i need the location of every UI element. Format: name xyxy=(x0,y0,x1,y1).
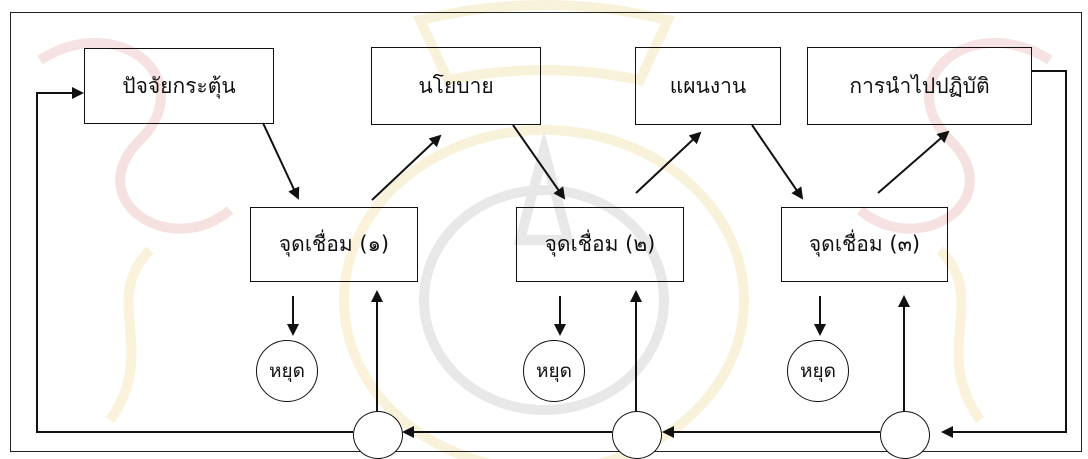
feedback-node-2 xyxy=(612,411,662,459)
stop-circle-2: หยุด xyxy=(523,340,585,402)
arrow-policy-to-junction2 xyxy=(512,124,566,200)
box-junction-3: จุดเชื่อม (๓) xyxy=(781,207,948,282)
stop-circle-1: หยุด xyxy=(256,340,318,402)
box-junction-2: จุดเชื่อม (๒) xyxy=(516,207,684,282)
watermark-flame-left xyxy=(105,246,154,423)
watermark-crown xyxy=(412,0,676,86)
box-plan: แผนงาน xyxy=(635,47,781,125)
watermark-swirl-left xyxy=(37,37,234,234)
box-stimulus: ปัจจัยกระตุ้น xyxy=(84,48,274,124)
watermark-flame-right xyxy=(936,246,985,423)
arrow-junction3-to-implementation xyxy=(877,130,950,194)
feedback-to-stimulus xyxy=(36,87,353,433)
feedback-return-path xyxy=(941,70,1067,438)
box-implementation: การนำไปปฏิบัติ xyxy=(807,47,1032,125)
box-junction-1: จุดเชื่อม (๑) xyxy=(250,207,418,282)
feedback-node-1 xyxy=(353,411,403,459)
watermark-ring xyxy=(339,125,749,459)
arrow-stimulus-to-junction1 xyxy=(262,122,300,200)
arrow-junction2-to-plan xyxy=(635,131,702,194)
feedback-node-3 xyxy=(880,411,930,459)
watermark-ring-inner xyxy=(419,185,669,415)
arrow-plan-to-junction3 xyxy=(751,124,804,200)
watermark-swirl-right xyxy=(856,37,1053,234)
stop-circle-3: หยุด xyxy=(787,340,849,402)
box-policy: นโยบาย xyxy=(371,47,541,125)
arrow-junction1-to-policy xyxy=(371,134,442,201)
